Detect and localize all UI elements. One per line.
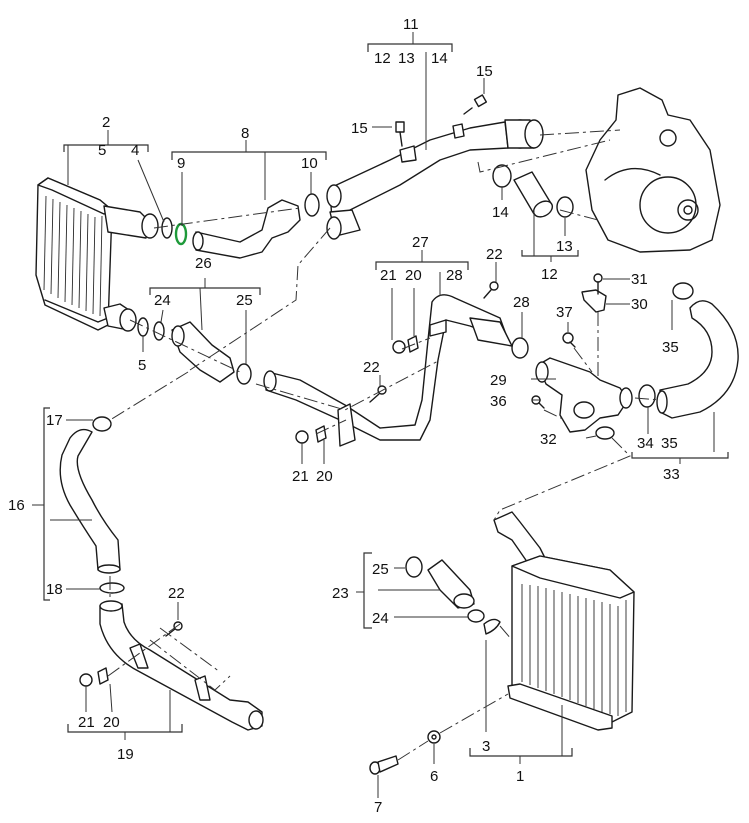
- grommet-21-lower[interactable]: [295, 430, 309, 444]
- label-20-mid[interactable]: 20: [316, 468, 333, 485]
- screw-31[interactable]: [593, 273, 603, 295]
- label-19[interactable]: 19: [117, 746, 134, 763]
- screw-36[interactable]: [531, 395, 545, 409]
- label-30[interactable]: 30: [631, 296, 648, 313]
- label-21-upper[interactable]: 21: [380, 267, 397, 284]
- label-10[interactable]: 10: [301, 155, 318, 172]
- label-14[interactable]: 14: [492, 204, 509, 221]
- label-3[interactable]: 3: [482, 738, 490, 755]
- assembly-lines: [107, 129, 661, 761]
- label-35-top[interactable]: 35: [662, 339, 679, 356]
- o-ring-32[interactable]: [595, 426, 615, 440]
- o-ring-24-lower[interactable]: [467, 609, 485, 623]
- label-9[interactable]: 9: [177, 155, 185, 172]
- label-23[interactable]: 23: [332, 585, 349, 602]
- label-25-lower[interactable]: 25: [372, 561, 389, 578]
- leader-lines: [32, 32, 729, 798]
- label-7[interactable]: 7: [374, 799, 382, 816]
- label-25-left[interactable]: 25: [236, 292, 253, 309]
- bolt-15-a[interactable]: [395, 121, 405, 147]
- clamp-18[interactable]: [99, 582, 125, 594]
- label-24-left[interactable]: 24: [154, 292, 171, 309]
- label-13-top[interactable]: 13: [398, 50, 415, 67]
- part-labels: 2 5 4 8 9 10 11 12 13 14 15 15 14 13 12 …: [8, 16, 680, 816]
- label-8[interactable]: 8: [241, 125, 249, 142]
- label-20-bottom[interactable]: 20: [103, 714, 120, 731]
- clamp-25-left[interactable]: [236, 363, 252, 385]
- label-11[interactable]: 11: [403, 16, 419, 33]
- pipe-28[interactable]: [265, 294, 509, 441]
- label-34[interactable]: 34: [637, 435, 654, 452]
- label-31[interactable]: 31: [631, 271, 648, 288]
- label-37[interactable]: 37: [556, 304, 573, 321]
- label-21-mid[interactable]: 21: [292, 468, 309, 485]
- label-14-top[interactable]: 14: [431, 50, 448, 67]
- hose-8[interactable]: [195, 199, 301, 259]
- label-24-lower[interactable]: 24: [372, 610, 389, 627]
- label-26[interactable]: 26: [195, 255, 212, 272]
- clamp-34[interactable]: [638, 384, 656, 408]
- seal-4[interactable]: [161, 217, 173, 239]
- washer-6[interactable]: [427, 730, 441, 744]
- label-13[interactable]: 13: [556, 238, 573, 255]
- bush-20-bottom[interactable]: [97, 667, 109, 685]
- label-15-b[interactable]: 15: [476, 63, 493, 80]
- screw-37[interactable]: [562, 332, 576, 348]
- label-5-lower[interactable]: 5: [138, 357, 146, 374]
- turbocharger[interactable]: [585, 87, 721, 253]
- label-12-top[interactable]: 12: [374, 50, 391, 67]
- label-2[interactable]: 2: [102, 114, 110, 131]
- label-16[interactable]: 16: [8, 497, 25, 514]
- hose-26[interactable]: [171, 321, 235, 383]
- label-27[interactable]: 27: [412, 234, 429, 251]
- hose-16[interactable]: [59, 428, 121, 571]
- hose-35[interactable]: [659, 300, 739, 419]
- label-28[interactable]: 28: [513, 294, 530, 311]
- intercooler-left[interactable]: [35, 177, 159, 332]
- clamp-17[interactable]: [92, 416, 112, 432]
- label-6[interactable]: 6: [430, 768, 438, 785]
- bolt-15-b[interactable]: [463, 94, 488, 115]
- label-21-bottom[interactable]: 21: [78, 714, 95, 731]
- o-ring-9[interactable]: [174, 222, 188, 246]
- label-32[interactable]: 32: [540, 431, 557, 448]
- housing-29[interactable]: [537, 357, 629, 433]
- clamp-25-lower[interactable]: [405, 556, 423, 578]
- label-12[interactable]: 12: [541, 266, 558, 283]
- bolt-22-top[interactable]: [483, 281, 499, 299]
- bolt-7[interactable]: [369, 755, 399, 775]
- bush-20-upper[interactable]: [407, 335, 419, 353]
- bolt-22-mid[interactable]: [369, 385, 387, 403]
- bush-20-lower[interactable]: [315, 425, 327, 443]
- intercooler-right[interactable]: [493, 511, 635, 731]
- seal-3[interactable]: [483, 618, 501, 635]
- label-22-mid[interactable]: 22: [363, 359, 380, 376]
- seal-5[interactable]: [137, 317, 149, 337]
- o-ring-24-left[interactable]: [153, 321, 165, 341]
- y-pipe-11[interactable]: [326, 119, 544, 240]
- label-29[interactable]: 29: [490, 372, 507, 389]
- sensor-30[interactable]: [581, 289, 607, 313]
- clamp-28[interactable]: [511, 337, 529, 359]
- label-22-top[interactable]: 22: [486, 246, 503, 263]
- clamp-10[interactable]: [304, 193, 320, 217]
- label-28-upper[interactable]: 28: [446, 267, 463, 284]
- label-36[interactable]: 36: [490, 393, 507, 410]
- label-20-upper[interactable]: 20: [405, 267, 422, 284]
- label-35[interactable]: 35: [661, 435, 678, 452]
- grommet-21-upper[interactable]: [392, 340, 406, 354]
- clamp-13[interactable]: [556, 196, 574, 218]
- label-22-lower[interactable]: 22: [168, 585, 185, 602]
- clamp-35-top[interactable]: [672, 282, 694, 300]
- label-17[interactable]: 17: [46, 412, 63, 429]
- label-1[interactable]: 1: [516, 768, 524, 785]
- grommet-21-bottom[interactable]: [79, 673, 93, 687]
- label-15-a[interactable]: 15: [351, 120, 368, 137]
- label-4[interactable]: 4: [131, 142, 139, 159]
- label-18[interactable]: 18: [46, 581, 63, 598]
- label-33[interactable]: 33: [663, 466, 680, 483]
- label-5[interactable]: 5: [98, 142, 106, 159]
